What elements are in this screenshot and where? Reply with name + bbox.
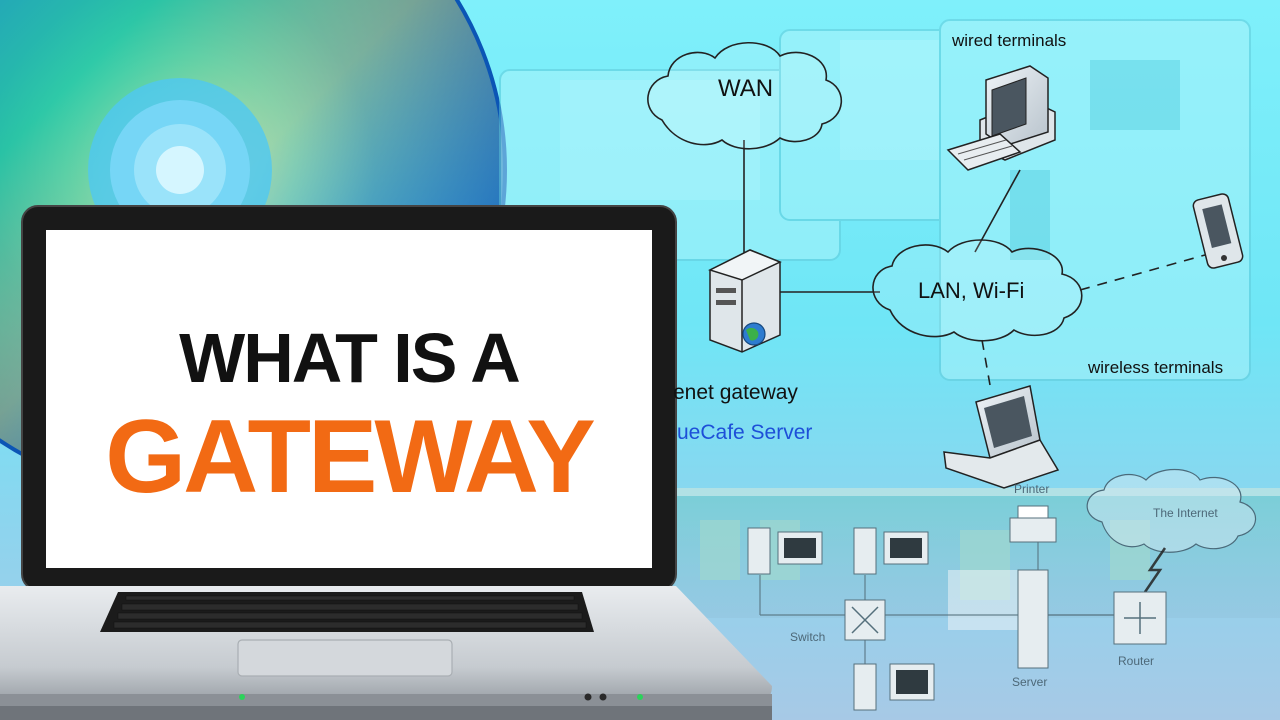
- laptop-status-lights: [239, 693, 643, 701]
- wan-label: WAN: [718, 75, 774, 102]
- gateway-server: [708, 249, 782, 353]
- desktop-computer: [946, 65, 1056, 171]
- headline-line-1: WHAT IS A: [179, 319, 521, 397]
- printer-label: Printer: [1014, 482, 1050, 496]
- laptop-screen: WHAT IS A GATEWAY: [46, 230, 652, 568]
- switch-label: Switch: [790, 630, 826, 644]
- wireless-terminals-label: wireless terminals: [1088, 358, 1224, 377]
- lan-network-devices: [747, 505, 1167, 711]
- internet-label: The Internet: [1153, 506, 1218, 520]
- gateway-label: enet gateway: [673, 381, 798, 404]
- laptop-device: [943, 385, 1060, 489]
- router-label: Router: [1118, 654, 1155, 668]
- server-device-label: Server: [1012, 675, 1048, 689]
- laptop-keyboard: [100, 592, 594, 632]
- headline-line-2: GATEWAY: [105, 399, 596, 515]
- wan-cloud: [647, 41, 843, 150]
- network-links: [743, 140, 1206, 386]
- server-label: ueCafe Server: [677, 421, 813, 444]
- lan-cloud: [872, 239, 1083, 342]
- laptop-trackpad: [237, 639, 453, 677]
- lan-label: LAN, Wi-Fi: [918, 278, 1025, 303]
- wired-terminals-label: wired terminals: [952, 31, 1067, 50]
- mobile-device: [1192, 193, 1244, 269]
